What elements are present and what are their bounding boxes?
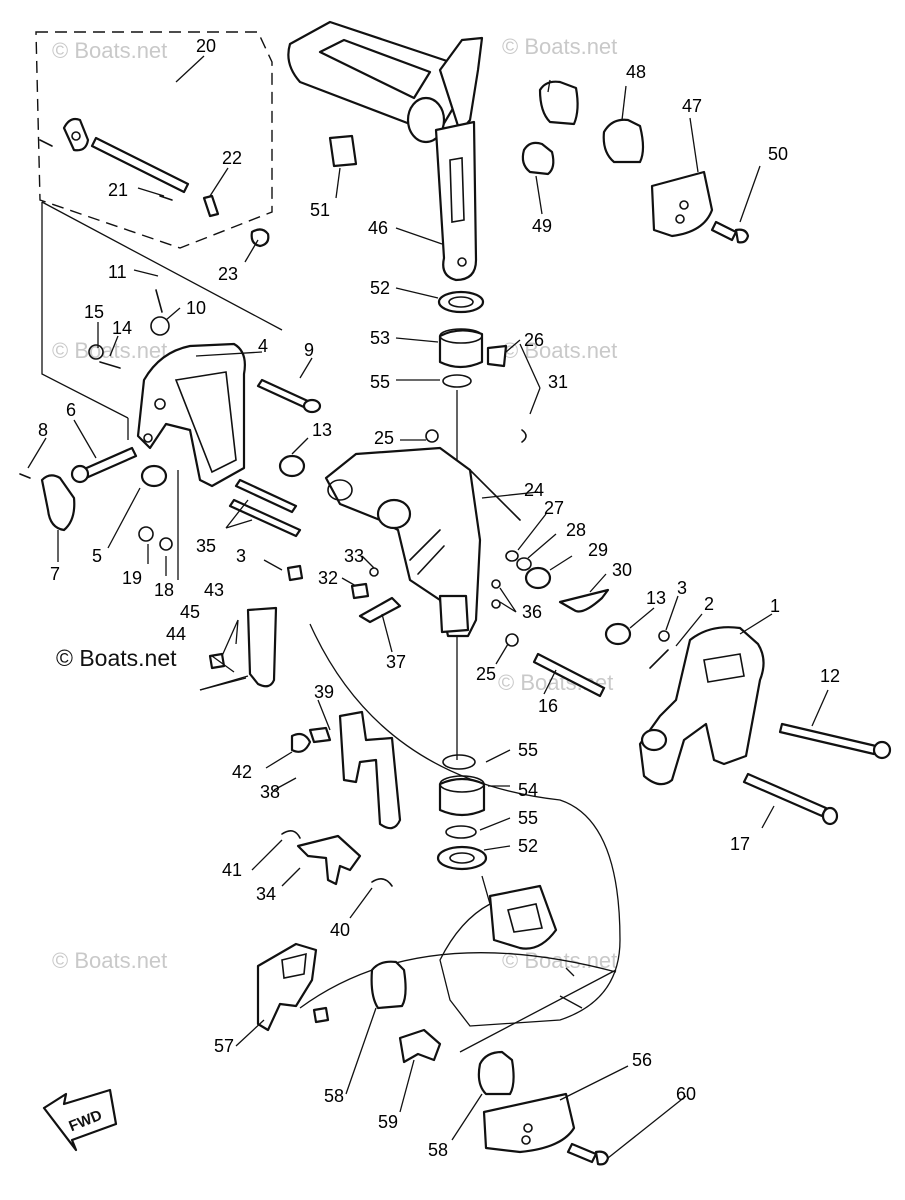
callout-40: 40 xyxy=(330,920,350,940)
bottom-parts xyxy=(256,942,610,1166)
callout-55: 55 xyxy=(370,372,390,392)
callout-19: 19 xyxy=(122,568,142,588)
callout-2: 2 xyxy=(704,594,714,614)
callout-27: 27 xyxy=(544,498,564,518)
callout-51: 51 xyxy=(310,200,330,220)
callout-11: 11 xyxy=(108,262,127,282)
callout-14: 14 xyxy=(112,318,132,338)
callout-21: 21 xyxy=(108,180,128,200)
callout-3: 3 xyxy=(677,578,687,598)
cover-parts-top-right xyxy=(328,80,750,244)
callout-59: 59 xyxy=(378,1112,398,1132)
callout-20: 20 xyxy=(196,36,216,56)
callout-3: 3 xyxy=(236,546,246,566)
leader-lines xyxy=(27,55,829,1159)
callout-8: 8 xyxy=(38,420,48,440)
callout-55: 55 xyxy=(518,740,538,760)
callout-29: 29 xyxy=(588,540,608,560)
callout-36: 36 xyxy=(522,602,542,622)
callout-25: 25 xyxy=(476,664,496,684)
callout-13: 13 xyxy=(312,420,332,440)
callout-30: 30 xyxy=(612,560,632,580)
callout-15: 15 xyxy=(84,302,104,322)
callout-57: 57 xyxy=(214,1036,234,1056)
watermark: © Boats.net xyxy=(502,338,617,363)
callout-42: 42 xyxy=(232,762,252,782)
part-20-group xyxy=(39,117,270,248)
clamp-bracket-4 xyxy=(136,342,246,488)
callout-13: 13 xyxy=(646,588,666,608)
callout-18: 18 xyxy=(154,580,174,600)
callout-47: 47 xyxy=(682,96,702,116)
callout-52: 52 xyxy=(518,836,538,856)
callout-25: 25 xyxy=(374,428,394,448)
callout-46: 46 xyxy=(368,218,388,238)
callout-55: 55 xyxy=(518,808,538,828)
callout-26: 26 xyxy=(524,330,544,350)
callout-23: 23 xyxy=(218,264,238,284)
callout-50: 50 xyxy=(768,144,788,164)
fwd-arrow-icon: FWD xyxy=(42,1088,118,1152)
callout-56: 56 xyxy=(632,1050,652,1070)
callout-22: 22 xyxy=(222,148,242,168)
watermark: © Boats.net xyxy=(52,338,167,363)
watermark: © Boats.net xyxy=(502,948,617,973)
callout-28: 28 xyxy=(566,520,586,540)
watermark: © Boats.net xyxy=(52,948,167,973)
callout-31: 31 xyxy=(548,372,568,392)
callout-1: 1 xyxy=(770,596,780,616)
callout-58: 58 xyxy=(428,1140,448,1160)
callout-24: 24 xyxy=(524,480,544,500)
callout-6: 6 xyxy=(66,400,76,420)
callout-12: 12 xyxy=(820,666,840,686)
callout-41: 41 xyxy=(222,860,242,880)
callout-43: 43 xyxy=(204,580,224,600)
watermark: © Boats.net xyxy=(52,38,167,63)
callout-4: 4 xyxy=(258,336,268,356)
callout-44: 44 xyxy=(166,624,186,644)
callout-48: 48 xyxy=(626,62,646,82)
callout-10: 10 xyxy=(186,298,206,318)
callout-7: 7 xyxy=(50,564,60,584)
callout-labels: 1 2 3 3 4 5 6 7 8 9 10 11 12 13 13 14 15… xyxy=(38,36,840,1160)
callout-17: 17 xyxy=(730,834,750,854)
clamp-bracket-1 xyxy=(638,626,765,786)
steering-bracket-46 xyxy=(287,20,484,282)
group-outline-20 xyxy=(35,31,273,249)
callout-34: 34 xyxy=(256,884,276,904)
watermark: © Boats.net xyxy=(502,34,617,59)
copyright-label: © Boats.net xyxy=(56,645,177,671)
callout-9: 9 xyxy=(304,340,314,360)
tilt-lever-group xyxy=(246,606,402,887)
callout-37: 37 xyxy=(386,652,406,672)
callout-33: 33 xyxy=(344,546,364,566)
callout-5: 5 xyxy=(92,546,102,566)
callout-32: 32 xyxy=(318,568,338,588)
callout-58: 58 xyxy=(324,1086,344,1106)
watermark-layer: © Boats.net © Boats.net © Boats.net © Bo… xyxy=(52,34,617,973)
bolts-and-pins xyxy=(19,289,892,826)
callout-52: 52 xyxy=(370,278,390,298)
group-outline-left-clamp xyxy=(41,201,283,580)
callout-60: 60 xyxy=(676,1084,696,1104)
callout-53: 53 xyxy=(370,328,390,348)
callout-16: 16 xyxy=(538,696,558,716)
callout-49: 49 xyxy=(532,216,552,236)
swivel-bracket-24 xyxy=(324,446,521,638)
lower-mount-outline xyxy=(299,623,621,1053)
callout-39: 39 xyxy=(314,682,334,702)
callout-54: 54 xyxy=(518,780,538,800)
callout-35: 35 xyxy=(196,536,216,556)
callout-38: 38 xyxy=(260,782,280,802)
callout-45: 45 xyxy=(180,602,200,622)
